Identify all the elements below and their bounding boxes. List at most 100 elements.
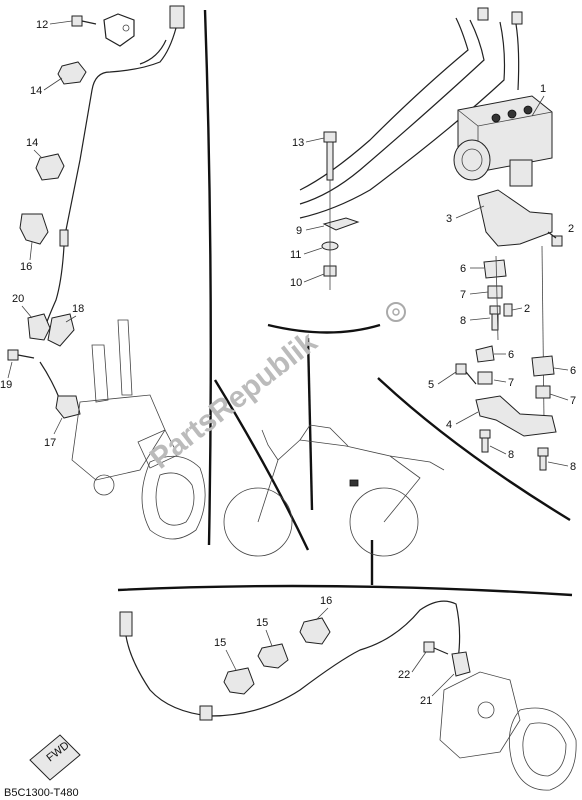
bolt-2-lower [503, 303, 513, 317]
line-fitting-b [511, 11, 523, 25]
part-label: 10 [290, 277, 302, 289]
part-label: 1 [540, 83, 546, 95]
part-label: 12 [36, 19, 48, 31]
bolt-12 [71, 15, 97, 27]
sensor-connector [169, 5, 185, 29]
abs-port-3 [523, 105, 533, 115]
motorcycle-tail [389, 455, 445, 471]
rear-sensor-wire [125, 600, 461, 717]
wire-clip-16 [19, 213, 49, 245]
collar-7-middle [477, 371, 493, 385]
rubber-damper-6-middle [475, 345, 495, 363]
bracket-hole [122, 24, 130, 32]
forward-direction-indicator: FWD [29, 734, 81, 781]
abs-port-1 [491, 113, 501, 123]
center-left-divider [213, 379, 310, 551]
bolt-8-right [537, 447, 549, 471]
abs-port-2 [507, 109, 517, 119]
motor-face [461, 148, 483, 172]
bolt-22 [423, 641, 449, 655]
rear-disc-inner [522, 722, 567, 777]
brake-line-1 [299, 17, 469, 191]
part-label: 11 [290, 249, 301, 261]
wire-clip-15-right [257, 643, 289, 669]
front-brake-disc [141, 455, 206, 540]
wire-clip-15-left [223, 667, 255, 695]
section-dividers [117, 9, 573, 597]
part-label: 8 [508, 449, 514, 461]
part-label: 14 [30, 85, 42, 97]
part-label: 18 [72, 303, 84, 315]
sensor-wire-end [39, 361, 61, 401]
part-label: 8 [570, 461, 576, 473]
sensor-grommet [59, 229, 69, 247]
motorcycle-fork [261, 429, 279, 461]
part-label: 15 [214, 637, 226, 649]
rubber-damper-6-right [531, 355, 555, 377]
part-label: 4 [446, 419, 452, 431]
bracket-centerline [495, 255, 499, 341]
part-label: 8 [460, 315, 466, 327]
part-label: 15 [256, 617, 268, 629]
collar-7-right [535, 385, 551, 399]
part-label: 16 [20, 261, 32, 273]
part-label: 19 [0, 379, 12, 391]
front-sensor-assembly [7, 5, 206, 540]
sensor-bracket [103, 13, 135, 47]
part-label: 22 [398, 669, 410, 681]
axle-hub [93, 474, 115, 496]
motorcycle-overview [223, 424, 445, 557]
sensor-wire-upper [65, 27, 177, 231]
rear-caliper-bracket [439, 671, 521, 759]
brake-line-3 [299, 21, 506, 219]
abs-pump-motor [453, 139, 491, 181]
part-label: 6 [460, 263, 466, 275]
wire-clip-16-rear [299, 617, 331, 645]
bottom-section-bracket [117, 584, 573, 597]
wheel-sensor-17 [55, 395, 81, 419]
fork-leg-upper [91, 344, 109, 403]
diagram-code: B5C1300-T480 [4, 787, 79, 799]
bolt-5 [455, 363, 477, 385]
collar-7-upper [487, 285, 503, 299]
part-label: 21 [420, 695, 432, 707]
part-label: 6 [508, 349, 514, 361]
sensor-wire-branch [139, 39, 167, 65]
part-label: 7 [570, 395, 576, 407]
rear-wheel [349, 487, 419, 557]
abs-bracket-3 [477, 189, 553, 247]
brake-line-4 [515, 23, 520, 91]
wire-clip-14-top [57, 61, 87, 85]
part-label: 16 [320, 595, 332, 607]
part-label: 2 [568, 223, 574, 235]
line-clamp-9 [322, 217, 360, 231]
bolt-8-middle [479, 429, 491, 453]
wire-clamp-20 [27, 313, 51, 341]
center-top-bracket [267, 323, 381, 334]
bolt-8-upper [489, 305, 501, 331]
rubber-damper-6-upper [483, 259, 507, 279]
rear-axle-hole [477, 701, 495, 719]
part-label: 3 [446, 213, 452, 225]
motorcycle-tank [299, 424, 349, 447]
part-label: 2 [524, 303, 530, 315]
fork-leg-rear [117, 319, 133, 396]
part-label: 6 [570, 365, 576, 377]
left-divider-line [203, 9, 212, 546]
part-label: 9 [296, 225, 302, 237]
abs-unit-location [349, 479, 359, 487]
part-label: 14 [26, 137, 38, 149]
abs-hydraulic-unit-assembly [299, 7, 563, 421]
bolt-13 [323, 131, 337, 181]
line-fitting-a [477, 7, 489, 21]
rear-wheel-sensor-21 [451, 651, 471, 677]
rear-brake-disc [508, 707, 577, 791]
wire-clip-14-middle [35, 153, 65, 181]
caliper-piston-housing [137, 429, 179, 469]
center-stem-line [306, 337, 314, 511]
mount-bracket-4 [475, 395, 557, 437]
front-wheel [223, 487, 293, 557]
watermark-text: PartsRepublik [144, 325, 324, 475]
motorcycle-frame [257, 439, 421, 523]
gear-icon [386, 302, 406, 322]
